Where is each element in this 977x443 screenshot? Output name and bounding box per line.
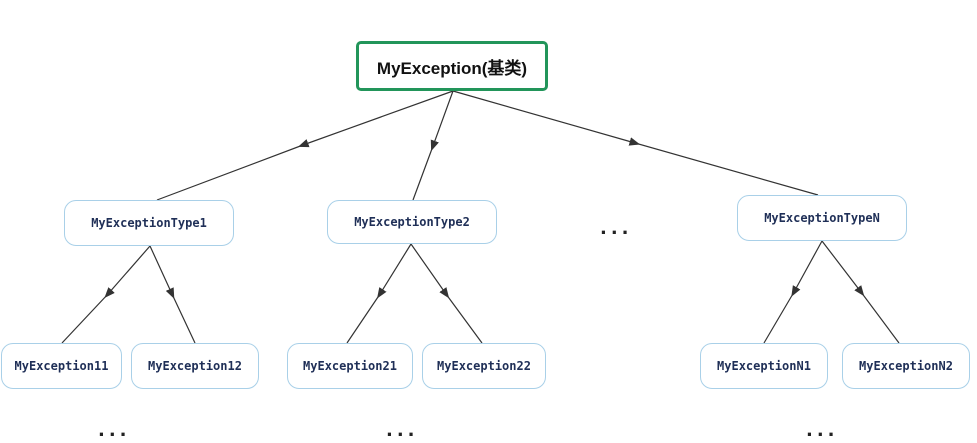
node-exception-12: MyException12 [131,343,259,389]
ellipsis-under-type1: ... [98,420,131,441]
edge-root-typeN [452,90,819,196]
node-exception-22: MyException22 [422,343,546,389]
edge-root-type2 [412,90,454,201]
ellipsis-under-typen: ... [806,420,839,441]
ellipsis-under-type2: ... [386,420,419,441]
node-exception-n1: MyExceptionN1 [700,343,828,389]
node-exception-21: MyException21 [287,343,413,389]
edge-type1-11 [61,245,151,344]
edge-typeN-N1 [763,240,823,344]
node-exception-type-2: MyExceptionType2 [327,200,497,244]
node-exception-type-1: MyExceptionType1 [64,200,234,246]
edge-type2-21 [346,243,412,344]
ellipsis-level1: ... [600,218,633,239]
edge-type1-12 [149,245,196,344]
node-exception-11: MyException11 [1,343,122,389]
edge-root-type1 [156,90,454,201]
root-node: MyException(基类) [356,41,548,91]
edge-type2-22 [410,243,483,344]
node-exception-n2: MyExceptionN2 [842,343,970,389]
node-exception-type-n: MyExceptionTypeN [737,195,907,241]
edge-typeN-N2 [821,240,900,344]
